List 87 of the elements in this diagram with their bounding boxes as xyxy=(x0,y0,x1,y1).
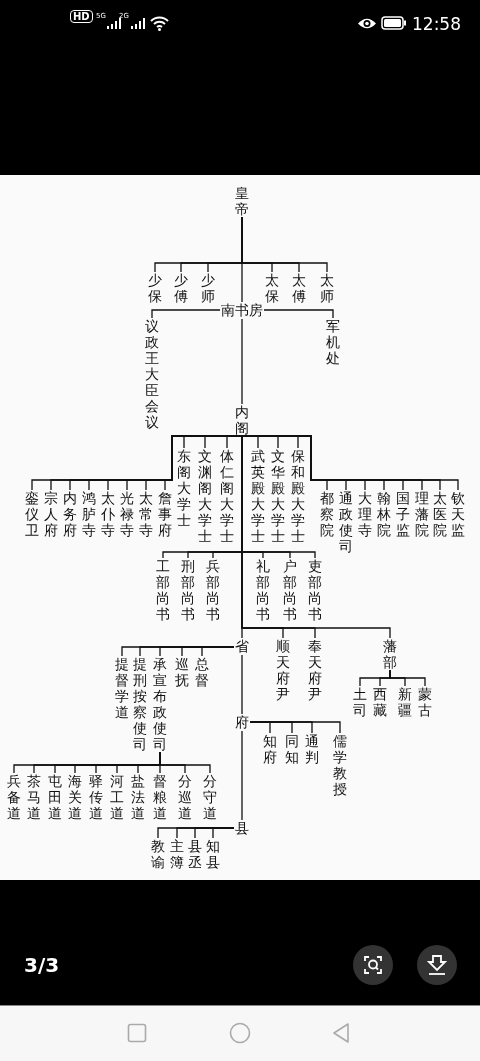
office-label: 通政使司 xyxy=(338,490,354,554)
office-label: 翰林院 xyxy=(376,490,392,538)
office-label: 茶马道 xyxy=(26,773,42,821)
office-label: 承宣布政使司 xyxy=(152,656,168,752)
connector-line xyxy=(241,318,243,405)
office-label: 文渊阁大学士 xyxy=(197,448,213,544)
office-label: 都察院 xyxy=(319,490,335,538)
office-label: 奉天府尹 xyxy=(307,638,323,702)
connector-line xyxy=(212,827,235,839)
office-label: 内务府 xyxy=(62,490,78,538)
office-label: 工部尚书 xyxy=(155,558,171,622)
office-label: 太傅 xyxy=(291,272,307,304)
office-label: 新疆 xyxy=(397,686,413,718)
office-label: 太师 xyxy=(319,272,335,304)
office-label: 东阁大学士 xyxy=(176,448,192,528)
office-label: 提督学道 xyxy=(114,656,130,720)
office-label: 少师 xyxy=(200,272,216,304)
network-badge: HD xyxy=(70,10,93,23)
office-label: 主簿 xyxy=(169,838,185,870)
office-label: 皇帝 xyxy=(234,185,250,217)
office-label: 国子监 xyxy=(395,490,411,538)
office-label: 户部尚书 xyxy=(282,558,298,622)
connector-line xyxy=(201,646,235,657)
office-label: 巡抚 xyxy=(174,656,190,688)
clock-time: 12:58 xyxy=(412,14,461,34)
office-label: 南书房 xyxy=(221,302,263,319)
office-label: 西藏 xyxy=(372,686,388,718)
office-label: 河工道 xyxy=(109,773,125,821)
office-label: 鸿胪寺 xyxy=(81,490,97,538)
office-label: 蒙古 xyxy=(417,686,433,718)
office-label: 理藩院 xyxy=(414,490,430,538)
office-label: 少保 xyxy=(147,272,163,304)
office-label: 少傅 xyxy=(173,272,189,304)
office-label: 文华殿大学士 xyxy=(270,448,286,544)
office-label: 知县 xyxy=(205,838,221,870)
office-label: 省 xyxy=(235,638,249,655)
office-label: 体仁阁大学士 xyxy=(219,448,235,544)
office-label: 盐法道 xyxy=(130,773,146,821)
office-label: 县丞 xyxy=(187,838,203,870)
office-label: 銮仪卫 xyxy=(24,490,40,538)
office-label: 军机处 xyxy=(325,318,341,366)
connector-line xyxy=(151,309,221,319)
office-label: 保和殿大学士 xyxy=(290,448,306,544)
connector-line xyxy=(241,654,243,715)
office-label: 知府 xyxy=(262,733,278,765)
office-label: 督粮道 xyxy=(152,773,168,821)
office-label: 通判 xyxy=(304,733,320,765)
office-label: 儒学教授 xyxy=(332,733,348,797)
office-label: 内阁 xyxy=(234,404,250,436)
connector-line xyxy=(164,435,243,491)
office-label: 驿传道 xyxy=(88,773,104,821)
office-label: 提刑按察使司 xyxy=(132,656,148,752)
office-label: 兵部尚书 xyxy=(205,558,221,622)
office-label: 总督 xyxy=(194,656,210,688)
office-label: 兵备道 xyxy=(6,773,22,821)
connector-line xyxy=(241,730,243,821)
office-label: 太常寺 xyxy=(138,490,154,538)
office-label: 吏部尚书 xyxy=(307,558,323,622)
office-label: 大理寺 xyxy=(357,490,373,538)
office-label: 县 xyxy=(235,820,249,837)
office-label: 武英殿大学士 xyxy=(250,448,266,544)
office-label: 土司 xyxy=(352,686,368,718)
office-label: 太医院 xyxy=(432,490,448,538)
connector-line xyxy=(241,216,243,303)
office-label: 光禄寺 xyxy=(119,490,135,538)
office-label: 府 xyxy=(235,714,249,731)
office-label: 刑部尚书 xyxy=(180,558,196,622)
office-label: 太仆寺 xyxy=(100,490,116,538)
office-label: 教谕 xyxy=(150,838,166,870)
office-label: 同知 xyxy=(284,733,300,765)
office-label: 议政王大臣会议 xyxy=(144,318,160,430)
office-label: 钦天监 xyxy=(450,490,466,538)
connector-line xyxy=(389,669,426,687)
connector-line xyxy=(159,751,211,774)
office-label: 分巡道 xyxy=(177,773,193,821)
office-label: 海关道 xyxy=(67,773,83,821)
office-label: 太保 xyxy=(264,272,280,304)
office-label: 屯田道 xyxy=(47,773,63,821)
office-label: 顺天府尹 xyxy=(275,638,291,702)
office-label: 藩部 xyxy=(382,638,398,670)
office-label: 礼部尚书 xyxy=(255,558,271,622)
connector-line xyxy=(263,309,334,319)
connector-line xyxy=(249,721,341,734)
office-label: 詹事府 xyxy=(157,490,173,538)
page-counter: 3/3 xyxy=(24,953,60,977)
office-label: 分守道 xyxy=(202,773,218,821)
office-label: 宗人府 xyxy=(43,490,59,538)
